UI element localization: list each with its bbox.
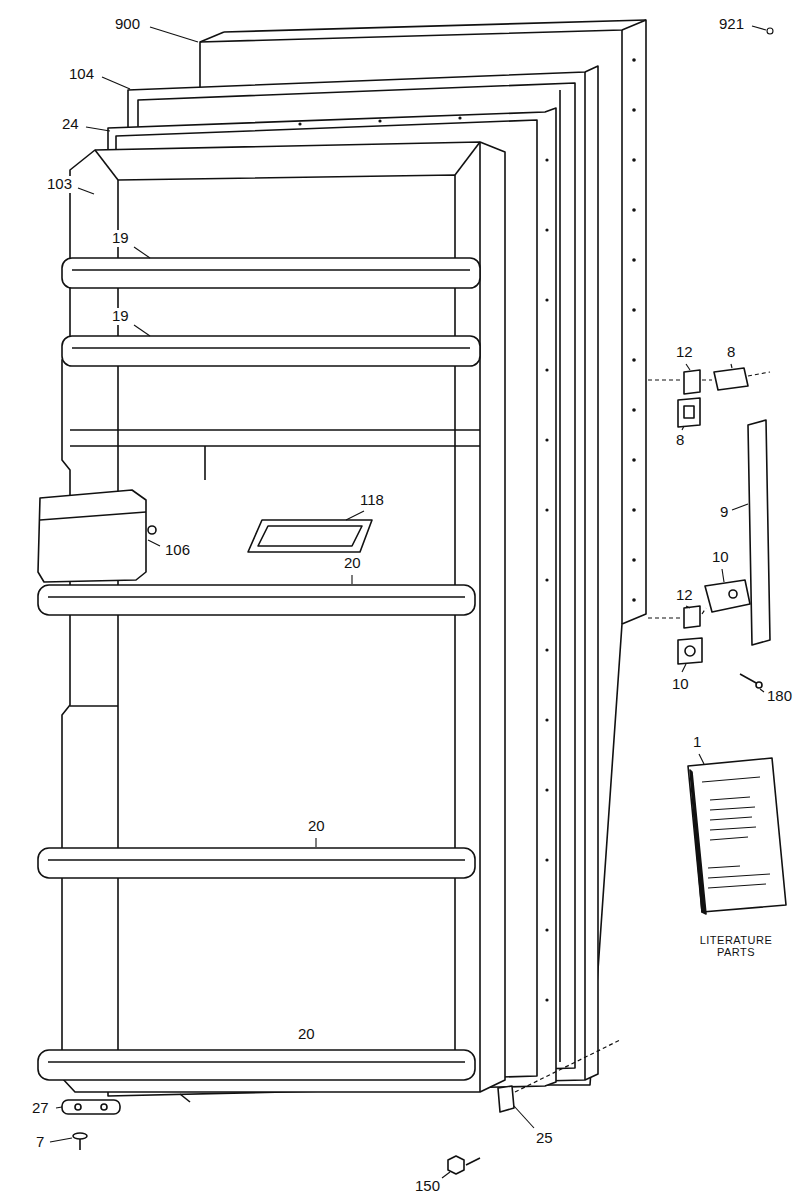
bottom-hardware <box>62 1040 620 1174</box>
callout-number: 12 <box>675 344 694 361</box>
callout-number: 921 <box>718 16 745 33</box>
door-liner <box>62 142 505 1092</box>
callout-number: 10 <box>711 549 730 566</box>
butter-compartment-door <box>38 490 156 582</box>
callout-number: 104 <box>68 66 95 83</box>
callout-number: 180 <box>766 688 793 705</box>
callout-number: 20 <box>297 1026 316 1043</box>
callout-number: 12 <box>675 587 694 604</box>
callout-number: 20 <box>343 555 362 572</box>
tray <box>248 520 372 552</box>
leader-lines <box>50 26 773 1178</box>
callout-number: 19 <box>111 230 130 247</box>
literature-booklet <box>688 758 786 914</box>
callout-number: 150 <box>414 1178 441 1195</box>
callout-number: 900 <box>114 16 141 33</box>
callout-number: 27 <box>31 1100 50 1117</box>
callout-number: 103 <box>46 176 73 193</box>
callout-number: 118 <box>359 492 385 509</box>
callout-number: 1 <box>692 734 702 751</box>
hinge-parts <box>648 368 770 688</box>
literature-label: LITERATURE PARTS <box>687 934 785 958</box>
callout-number: 7 <box>35 1134 45 1151</box>
callout-number: 8 <box>726 344 736 361</box>
callout-number: 106 <box>164 542 191 559</box>
callout-number: 8 <box>675 432 685 449</box>
callout-number: 10 <box>671 676 690 693</box>
callout-number: 25 <box>535 1130 554 1147</box>
callout-number: 20 <box>307 818 326 835</box>
callout-number: 9 <box>719 504 729 521</box>
callout-number: 19 <box>111 308 130 325</box>
upper-shelf-bars <box>62 258 480 366</box>
lower-shelf-bars <box>38 585 475 1080</box>
callout-number: 24 <box>61 116 80 133</box>
